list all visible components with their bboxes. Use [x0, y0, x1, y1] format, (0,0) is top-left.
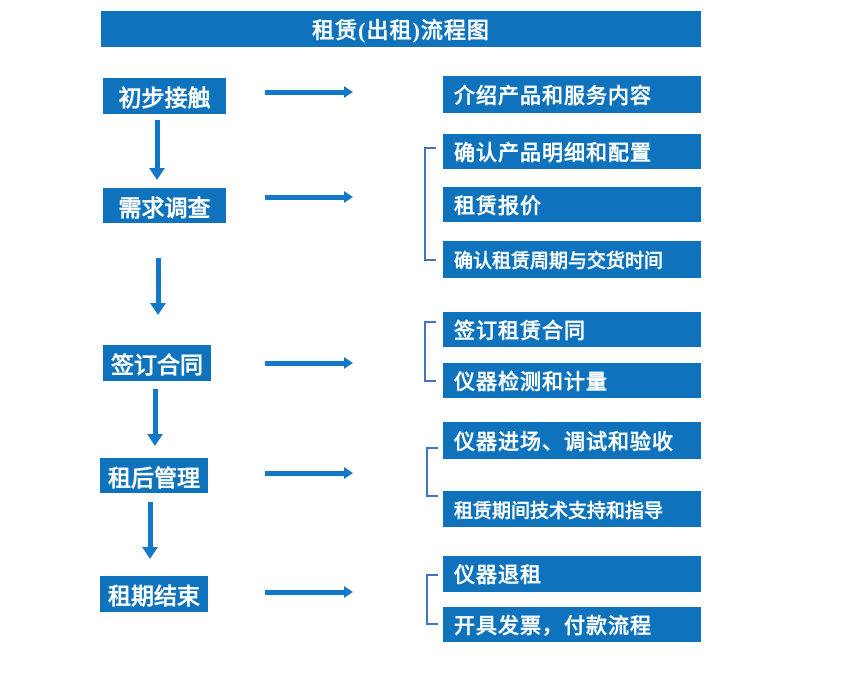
- arrow-head-icon: [344, 191, 353, 203]
- detail-box-introduce-products: 介绍产品和服务内容: [443, 76, 701, 113]
- arrow-head-icon: [344, 467, 353, 479]
- arrow-shaft: [265, 470, 345, 476]
- detail-box-confirm-product-config: 确认产品明细和配置: [443, 134, 701, 169]
- down-arrow-3: [147, 389, 163, 446]
- stage-box-lease-end: 租期结束: [100, 576, 208, 612]
- detail-box-instrument-setup-acceptance: 仪器进场、调试和验收: [443, 422, 701, 459]
- down-arrow-4: [142, 502, 158, 559]
- detail-box-sign-rental-contract: 签订租赁合同: [443, 312, 701, 347]
- arrow-head-icon: [344, 86, 353, 98]
- flowchart-title: 租赁(出租)流程图: [101, 11, 701, 47]
- bracket-demand-survey-group: [424, 147, 436, 261]
- stage-box-sign-contract: 签订合同: [103, 345, 211, 381]
- right-arrow-sign-contract: [265, 357, 353, 369]
- arrow-head-icon: [344, 586, 353, 598]
- arrow-head-icon: [150, 303, 166, 315]
- arrow-shaft: [265, 194, 345, 200]
- bracket-sign-contract-group: [424, 321, 436, 382]
- bracket-post-rental-group: [426, 447, 438, 497]
- down-arrow-1: [149, 120, 165, 180]
- detail-box-invoice-payment: 开具发票，付款流程: [443, 607, 701, 642]
- detail-box-tech-support: 租赁期间技术支持和指导: [443, 491, 701, 527]
- arrow-shaft: [265, 589, 345, 595]
- arrow-shaft: [147, 502, 153, 548]
- detail-box-instrument-return: 仪器退租: [443, 556, 701, 592]
- bracket-lease-end-group: [426, 574, 438, 625]
- arrow-head-icon: [344, 357, 353, 369]
- right-arrow-post-rental: [265, 467, 353, 479]
- arrow-head-icon: [147, 434, 163, 446]
- arrow-shaft: [265, 360, 345, 366]
- stage-box-initial-contact: 初步接触: [103, 78, 226, 114]
- detail-box-rental-quote: 租赁报价: [443, 187, 701, 222]
- arrow-shaft: [155, 258, 161, 304]
- detail-box-confirm-period-delivery: 确认租赁周期与交货时间: [443, 241, 701, 278]
- right-arrow-lease-end: [265, 586, 353, 598]
- down-arrow-2: [150, 258, 166, 315]
- right-arrow-initial-contact: [265, 86, 353, 98]
- arrow-head-icon: [142, 547, 158, 559]
- right-arrow-demand-survey: [265, 191, 353, 203]
- arrow-head-icon: [149, 168, 165, 180]
- stage-box-post-rental-management: 租后管理: [100, 458, 208, 493]
- arrow-shaft: [265, 89, 345, 95]
- detail-box-instrument-testing: 仪器检测和计量: [443, 363, 701, 398]
- arrow-shaft: [154, 120, 160, 169]
- stage-box-demand-survey: 需求调查: [103, 188, 226, 223]
- arrow-shaft: [152, 389, 158, 435]
